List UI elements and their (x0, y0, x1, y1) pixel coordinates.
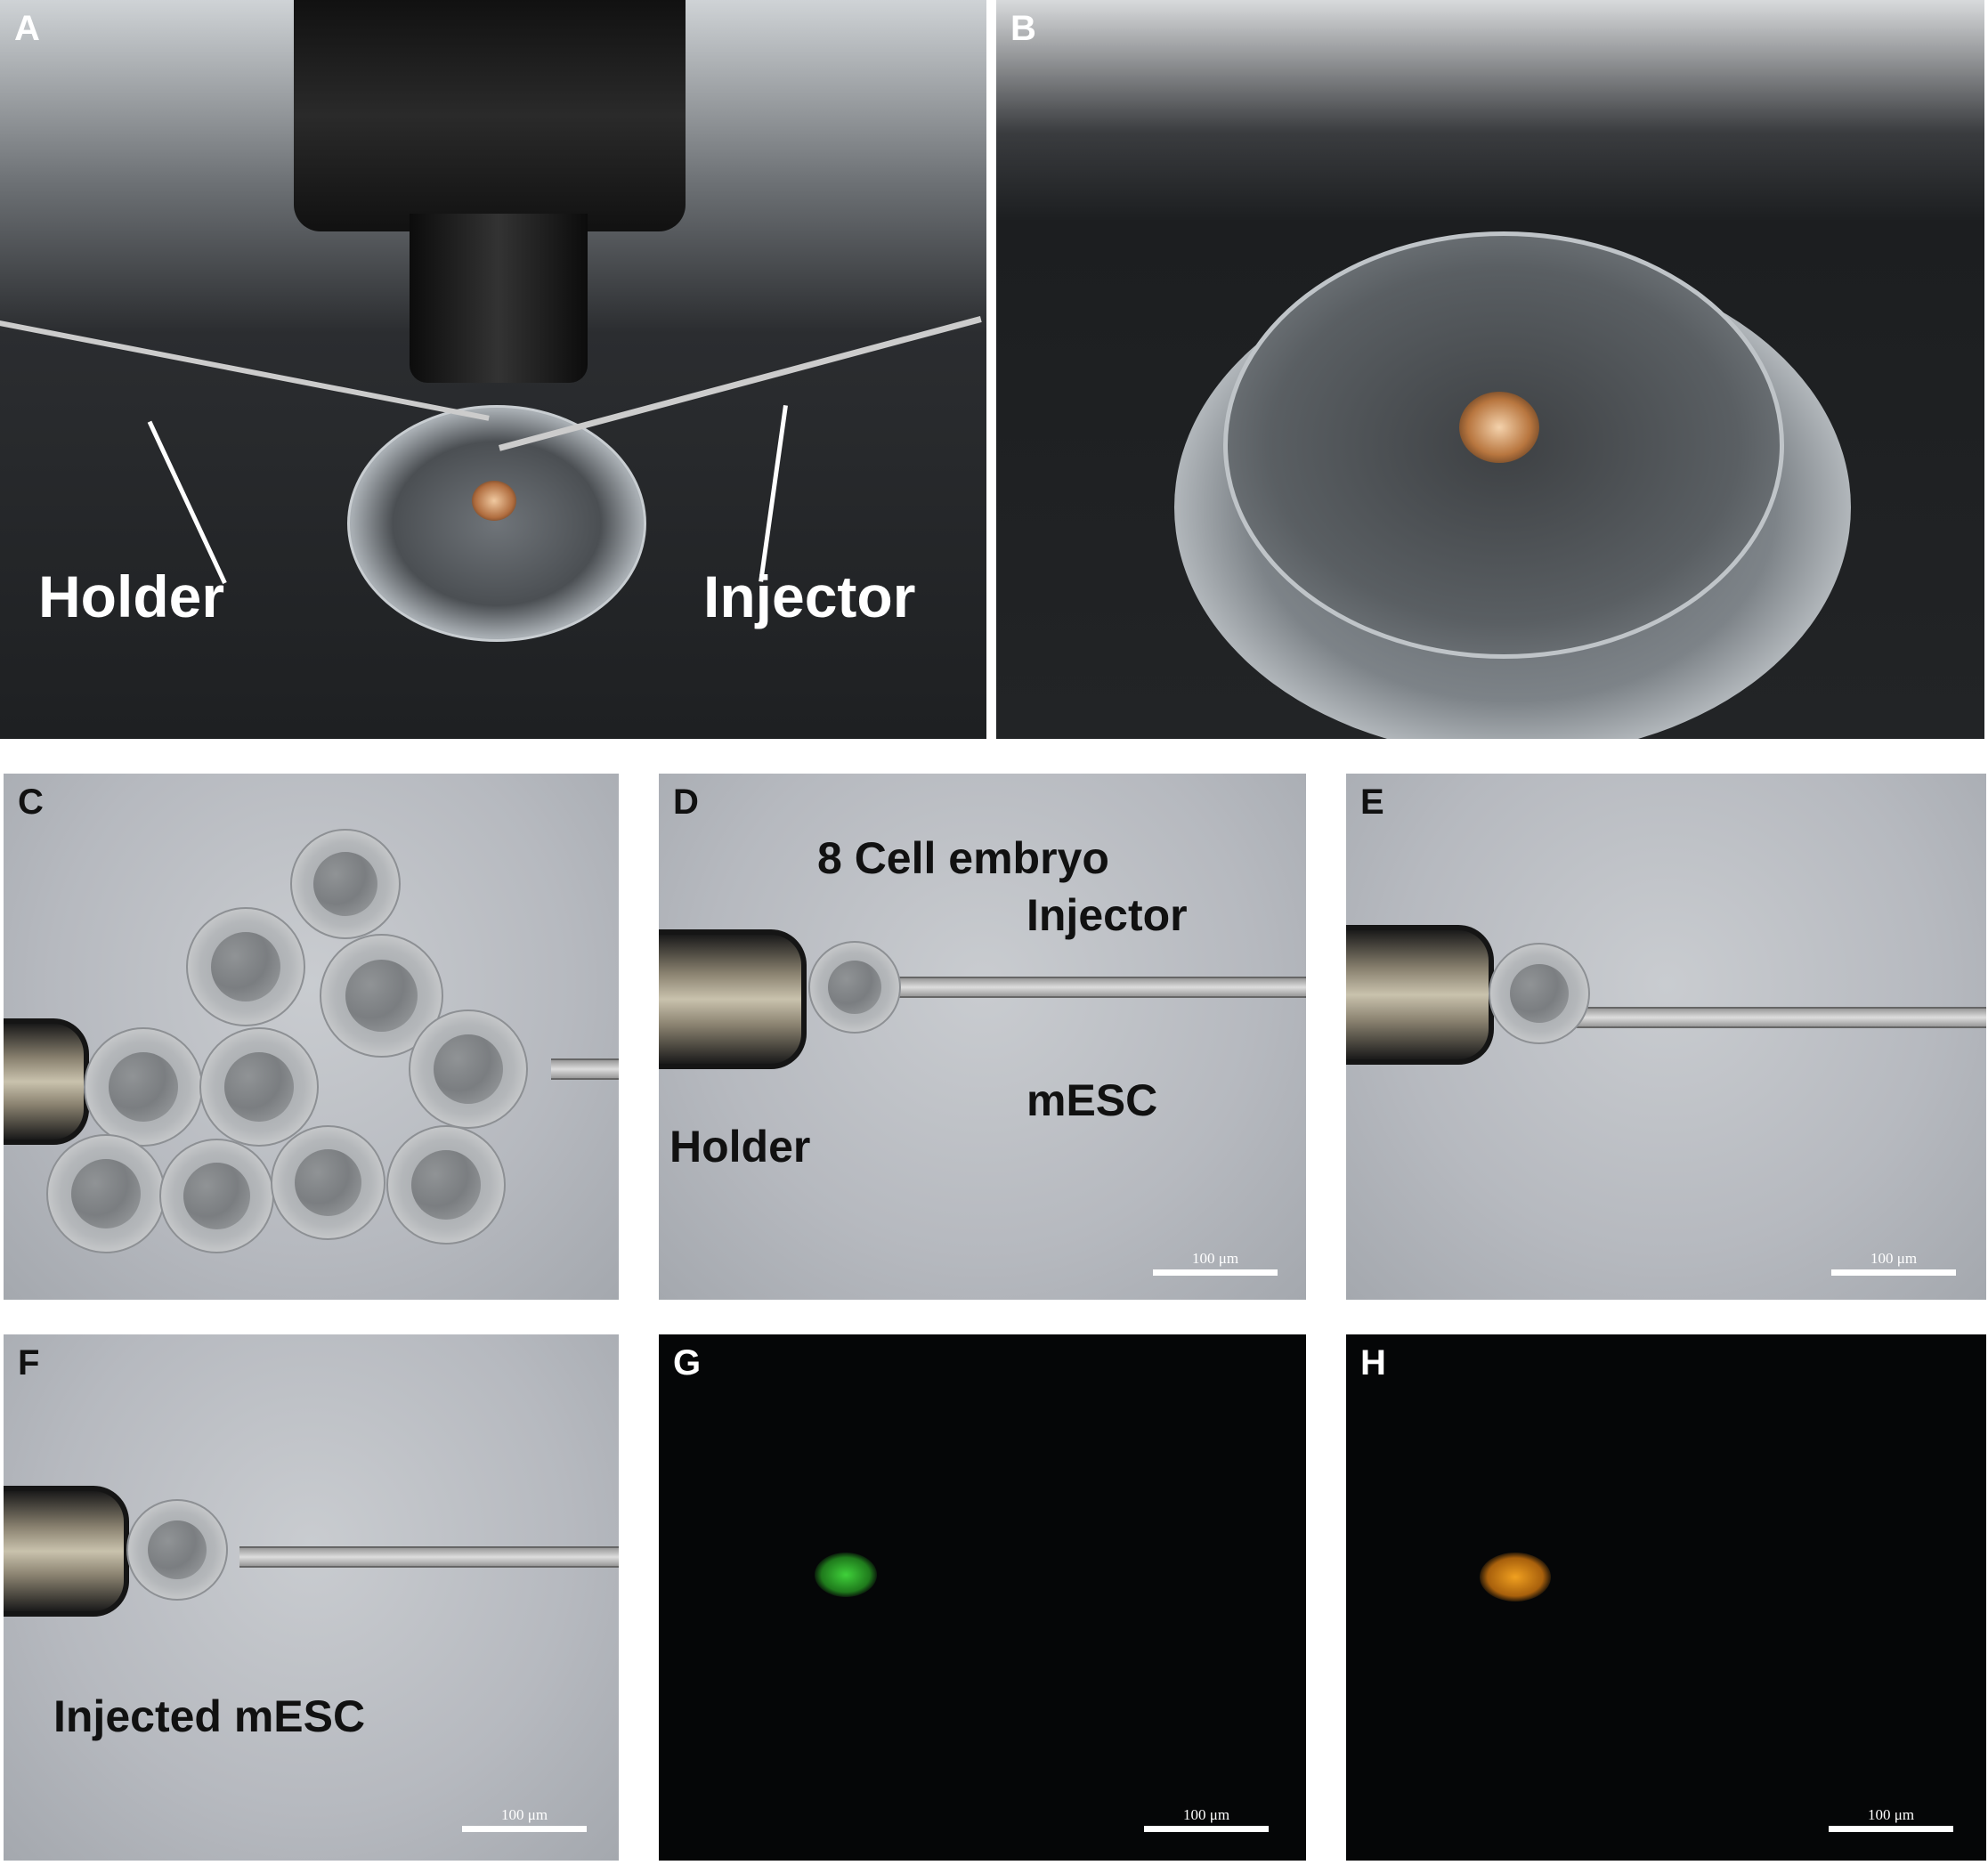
panel-label-g: G (673, 1343, 702, 1383)
embryo (159, 1139, 274, 1253)
panel-h-orange-fluorescence: 100 μm H (1346, 1334, 1986, 1861)
scale-bar-label: 100 μm (500, 1806, 548, 1823)
panel-label-a: A (14, 9, 40, 48)
embryo (199, 1027, 319, 1147)
embryo (386, 1125, 506, 1245)
annotation-holder: Holder (38, 564, 225, 629)
panel-label-f: F (18, 1343, 40, 1383)
panel-f-injected-embryo: Injected mESC 100 μm F (4, 1334, 619, 1861)
embryo (186, 907, 305, 1026)
holding-pipette (1346, 925, 1494, 1065)
8-cell-embryo (808, 941, 901, 1034)
injection-pipette (239, 1546, 619, 1568)
panel-c-embryos: C (4, 774, 619, 1300)
scale-bar-label: 100 μm (1182, 1806, 1230, 1823)
green-fluorescent-cells (815, 1553, 877, 1597)
injection-pipette (551, 1058, 619, 1080)
annotation-holder: Holder (669, 1122, 811, 1172)
holder-pointer-line (147, 420, 227, 585)
holding-pipette (4, 1018, 89, 1145)
microscope-objective (294, 0, 686, 231)
panel-label-c: C (18, 782, 44, 822)
panel-b-dish-closeup: B (996, 0, 1984, 739)
scale-bar: 100 μm (1831, 1250, 1956, 1276)
embryo (1489, 943, 1590, 1044)
petri-dish (347, 405, 646, 642)
embryo (46, 1134, 166, 1253)
scale-bar: 100 μm (1829, 1806, 1953, 1832)
panel-a-microinjection-setup: Holder Injector A (0, 0, 986, 739)
embryo (290, 829, 401, 939)
dish-holder-center (1459, 392, 1539, 463)
panel-label-b: B (1010, 9, 1036, 48)
panel-g-green-fluorescence: 100 μm G (659, 1334, 1306, 1861)
annotation-mesc: mESC (1026, 1075, 1158, 1125)
injection-pipette (1560, 1007, 1986, 1028)
embryo (271, 1125, 385, 1240)
panel-d-injection-setup: 8 Cell embryo Injector mESC Holder 100 μ… (659, 774, 1306, 1300)
panel-label-h: H (1360, 1343, 1386, 1383)
orange-fluorescent-cells (1480, 1553, 1551, 1601)
injection-pipette (892, 977, 1306, 998)
panel-label-e: E (1360, 782, 1384, 822)
panel-label-d: D (673, 782, 699, 822)
injector-pointer-line (759, 405, 788, 582)
objective-lens (410, 214, 588, 383)
annotation-8-cell-embryo: 8 Cell embryo (817, 833, 1109, 883)
annotation-injected-mesc: Injected mESC (53, 1691, 366, 1741)
embryo (84, 1027, 203, 1147)
annotation-injector: Injector (703, 564, 916, 629)
dish-holder-center (472, 481, 516, 521)
injected-embryo (126, 1499, 228, 1601)
annotation-injector: Injector (1026, 890, 1188, 940)
embryo (409, 1010, 528, 1129)
scale-bar: 100 μm (1144, 1806, 1269, 1832)
scale-bar-label: 100 μm (1191, 1250, 1239, 1267)
holding-pipette (659, 929, 807, 1069)
panel-e-injection: 100 μm E (1346, 774, 1986, 1300)
scale-bar-label: 100 μm (1870, 1250, 1918, 1267)
scale-bar-label: 100 μm (1867, 1806, 1915, 1823)
holding-pipette (4, 1486, 129, 1617)
scale-bar: 100 μm (462, 1806, 587, 1832)
scale-bar: 100 μm (1153, 1250, 1278, 1276)
